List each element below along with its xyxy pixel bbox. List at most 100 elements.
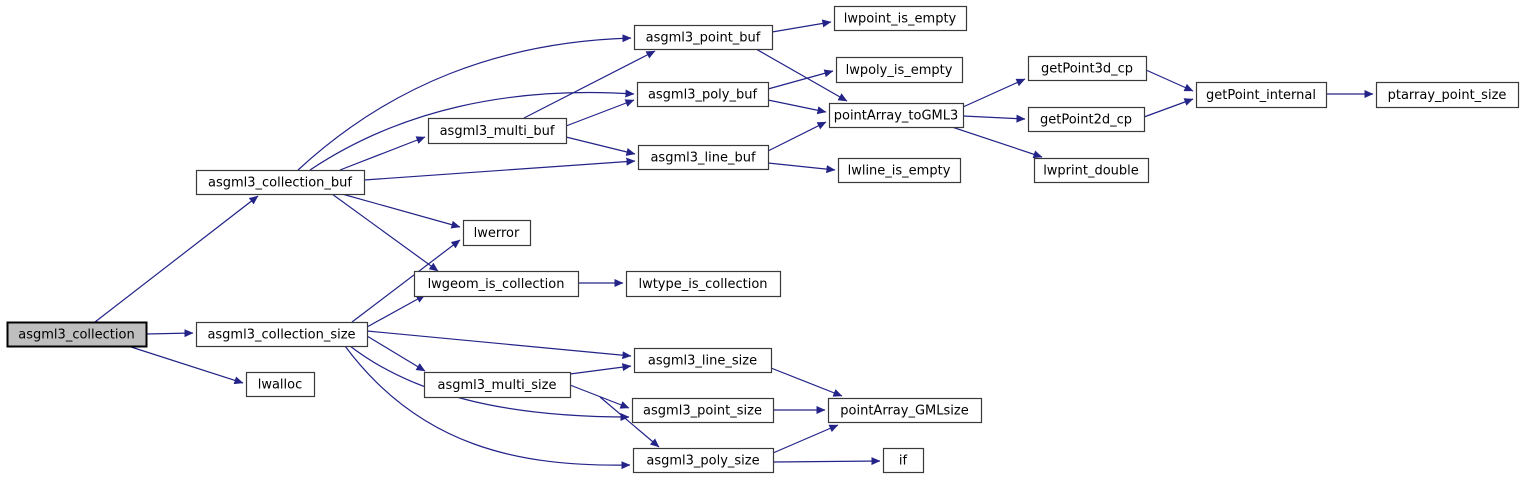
node-box-lwpoint_is_empty[interactable] bbox=[833, 5, 968, 32]
edge-asgml3_poly_buf-to-pointArray_toGML3 bbox=[767, 99, 827, 115]
node-asgml3_multi_size[interactable]: asgml3_multi_size bbox=[423, 371, 572, 399]
node-box-asgml3_collection_size[interactable] bbox=[195, 321, 369, 348]
node-label-asgml3_collection_buf: asgml3_collection_buf bbox=[208, 176, 352, 191]
edge-asgml3_multi_size-to-asgml3_point_size bbox=[569, 384, 630, 409]
node-box-getPoint_internal[interactable] bbox=[1195, 81, 1328, 109]
node-box-asgml3_collection bbox=[6, 321, 148, 348]
node-lwline_is_empty[interactable]: lwline_is_empty bbox=[837, 157, 962, 184]
node-box-asgml3_multi_size[interactable] bbox=[423, 371, 572, 399]
node-if[interactable]: if bbox=[882, 447, 925, 474]
node-pointArray_GMLsize[interactable]: pointArray_GMLsize bbox=[827, 397, 983, 424]
node-asgml3_collection: asgml3_collection bbox=[6, 321, 148, 348]
node-label-lwline_is_empty: lwline_is_empty bbox=[848, 164, 951, 179]
edge-asgml3_poly_size-to-pointArray_GMLsize bbox=[772, 424, 839, 454]
node-box-asgml3_point_size[interactable] bbox=[631, 397, 775, 424]
node-lwalloc[interactable]: lwalloc bbox=[245, 371, 316, 398]
edge-asgml3_line_size-to-pointArray_GMLsize bbox=[770, 367, 843, 397]
node-getPoint3d_cp[interactable]: getPoint3d_cp bbox=[1027, 55, 1148, 82]
edge-asgml3_point_buf-to-pointArray_toGML3 bbox=[755, 48, 848, 102]
edge-asgml3_multi_buf-to-asgml3_line_buf bbox=[565, 136, 636, 156]
node-box-getPoint2d_cp[interactable] bbox=[1027, 106, 1146, 133]
node-lwgeom_is_collection[interactable]: lwgeom_is_collection bbox=[413, 270, 580, 298]
node-box-lwgeom_is_collection[interactable] bbox=[413, 270, 580, 298]
node-label-asgml3_line_buf: asgml3_line_buf bbox=[650, 151, 755, 166]
node-label-asgml3_line_size: asgml3_line_size bbox=[648, 354, 757, 369]
edge-asgml3_multi_size-to-asgml3_line_size bbox=[569, 363, 632, 375]
node-box-asgml3_collection_buf[interactable] bbox=[195, 169, 366, 196]
node-label-asgml3_poly_buf: asgml3_poly_buf bbox=[648, 88, 758, 103]
edge-asgml3_poly_buf-to-lwpoly_is_empty bbox=[767, 69, 834, 90]
node-box-lwprint_double[interactable] bbox=[1033, 157, 1150, 184]
node-label-asgml3_point_size: asgml3_point_size bbox=[643, 404, 762, 419]
node-box-lwtype_is_collection[interactable] bbox=[625, 270, 782, 298]
node-getPoint2d_cp[interactable]: getPoint2d_cp bbox=[1027, 106, 1146, 133]
edge-asgml3_multi_buf-to-asgml3_point_buf bbox=[523, 50, 656, 119]
node-asgml3_multi_buf[interactable]: asgml3_multi_buf bbox=[427, 117, 568, 145]
node-label-lwpoly_is_empty: lwpoly_is_empty bbox=[846, 63, 953, 78]
node-label-getPoint_internal: getPoint_internal bbox=[1206, 88, 1316, 103]
node-asgml3_point_buf[interactable]: asgml3_point_buf bbox=[633, 24, 774, 51]
edge-asgml3_collection_buf-to-asgml3_point_buf bbox=[297, 34, 632, 171]
node-box-getPoint3d_cp[interactable] bbox=[1027, 55, 1148, 82]
node-label-lwprint_double: lwprint_double bbox=[1043, 164, 1139, 179]
edge-asgml3_collection_size-to-asgml3_multi_size bbox=[366, 335, 426, 372]
node-box-asgml3_line_size[interactable] bbox=[633, 347, 773, 374]
edge-pointArray_toGML3-to-getPoint3d_cp bbox=[962, 78, 1026, 108]
edge-asgml3_collection-to-asgml3_collection_size bbox=[145, 329, 194, 338]
edge-asgml3_collection_size-to-asgml3_point_size bbox=[349, 345, 630, 421]
node-label-pointArray_GMLsize: pointArray_GMLsize bbox=[840, 404, 968, 419]
node-lwpoly_is_empty[interactable]: lwpoly_is_empty bbox=[835, 56, 964, 84]
node-asgml3_collection_size[interactable]: asgml3_collection_size bbox=[195, 321, 369, 348]
node-label-asgml3_point_buf: asgml3_point_buf bbox=[646, 31, 761, 46]
edge-asgml3_collection-to-asgml3_collection_buf bbox=[94, 195, 259, 323]
node-label-lwalloc: lwalloc bbox=[258, 378, 303, 393]
node-box-if[interactable] bbox=[882, 447, 925, 474]
edge-asgml3_collection_buf-to-lwerror bbox=[341, 193, 461, 229]
node-lwtype_is_collection[interactable]: lwtype_is_collection bbox=[625, 270, 782, 298]
node-asgml3_point_size[interactable]: asgml3_point_size bbox=[631, 397, 775, 424]
node-asgml3_line_size[interactable]: asgml3_line_size bbox=[633, 347, 773, 374]
node-box-lwerror[interactable] bbox=[462, 219, 532, 247]
edge-asgml3_collection_size-to-lwerror bbox=[351, 239, 461, 323]
node-box-asgml3_line_buf[interactable] bbox=[637, 144, 770, 171]
node-pointArray_toGML3[interactable]: pointArray_toGML3 bbox=[828, 102, 965, 129]
edge-asgml3_line_buf-to-lwline_is_empty bbox=[767, 162, 836, 174]
node-box-pointArray_toGML3[interactable] bbox=[828, 102, 965, 129]
node-ptarray_point_size[interactable]: ptarray_point_size bbox=[1375, 81, 1520, 109]
node-asgml3_poly_buf[interactable]: asgml3_poly_buf bbox=[636, 81, 770, 108]
edge-asgml3_collection_buf-to-asgml3_line_buf bbox=[363, 157, 636, 181]
node-box-asgml3_poly_buf[interactable] bbox=[636, 81, 770, 108]
node-label-asgml3_collection_size: asgml3_collection_size bbox=[207, 328, 355, 343]
node-lwprint_double[interactable]: lwprint_double bbox=[1033, 157, 1150, 184]
edge-asgml3_collection_buf-to-lwgeom_is_collection bbox=[331, 193, 439, 272]
edge-asgml3_line_buf-to-pointArray_toGML3 bbox=[767, 121, 827, 152]
node-box-lwalloc[interactable] bbox=[245, 371, 316, 398]
edge-asgml3_collection-to-lwalloc bbox=[127, 345, 244, 385]
node-box-asgml3_multi_buf[interactable] bbox=[427, 117, 568, 145]
edge-getPoint3d_cp-to-getPoint_internal bbox=[1145, 69, 1194, 92]
edge-asgml3_collection_size-to-asgml3_poly_size bbox=[344, 345, 631, 470]
edge-asgml3_multi_size-to-asgml3_poly_size bbox=[599, 396, 660, 448]
node-box-pointArray_GMLsize[interactable] bbox=[827, 397, 983, 424]
node-box-asgml3_poly_size[interactable] bbox=[632, 447, 775, 474]
node-label-lwgeom_is_collection: lwgeom_is_collection bbox=[428, 277, 565, 292]
node-label-getPoint2d_cp: getPoint2d_cp bbox=[1040, 113, 1132, 128]
node-label-pointArray_toGML3: pointArray_toGML3 bbox=[834, 109, 959, 124]
node-label-ptarray_point_size: ptarray_point_size bbox=[1388, 88, 1507, 103]
node-box-asgml3_point_buf[interactable] bbox=[633, 24, 774, 51]
node-label-lwerror: lwerror bbox=[474, 226, 520, 241]
node-asgml3_collection_buf[interactable]: asgml3_collection_buf bbox=[195, 169, 366, 196]
node-getPoint_internal[interactable]: getPoint_internal bbox=[1195, 81, 1328, 109]
node-lwpoint_is_empty[interactable]: lwpoint_is_empty bbox=[833, 5, 968, 32]
node-lwerror[interactable]: lwerror bbox=[462, 219, 532, 247]
node-label-asgml3_multi_size: asgml3_multi_size bbox=[438, 378, 557, 393]
edge-asgml3_collection_size-to-asgml3_line_size bbox=[366, 330, 632, 360]
node-box-lwline_is_empty[interactable] bbox=[837, 157, 962, 184]
node-box-ptarray_point_size[interactable] bbox=[1375, 81, 1520, 109]
node-box-lwpoly_is_empty[interactable] bbox=[835, 56, 964, 84]
edge-asgml3_poly_size-to-if bbox=[772, 457, 881, 466]
node-asgml3_line_buf[interactable]: asgml3_line_buf bbox=[637, 144, 770, 171]
edge-asgml3_collection_size-to-lwgeom_is_collection bbox=[366, 294, 426, 328]
node-asgml3_poly_size[interactable]: asgml3_poly_size bbox=[632, 447, 775, 474]
